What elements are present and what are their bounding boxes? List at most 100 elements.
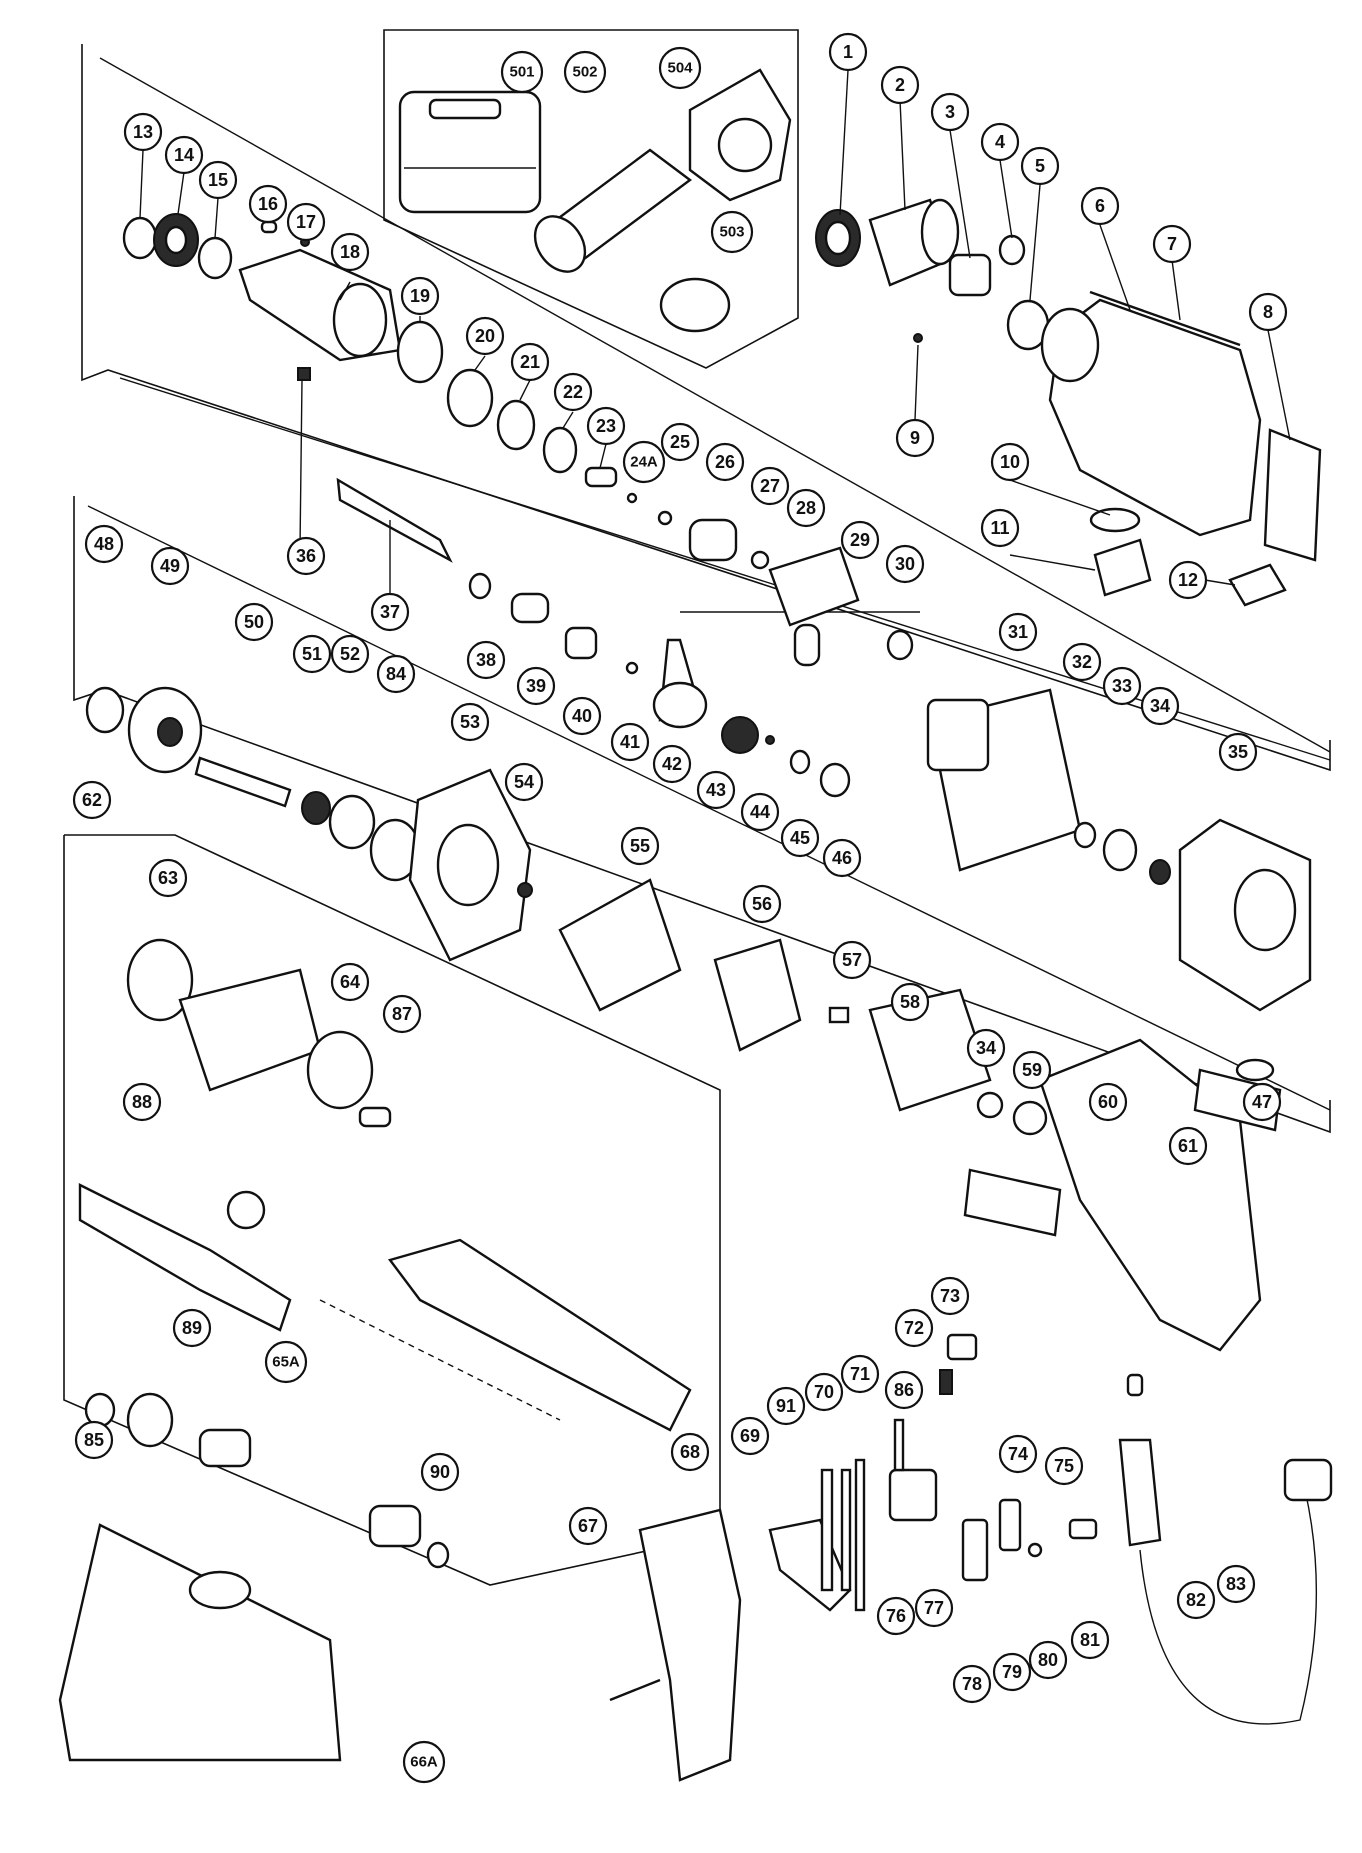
part-41-ring — [625, 661, 639, 675]
svg-text:34: 34 — [1150, 696, 1170, 716]
svg-text:86: 86 — [894, 1380, 914, 1400]
part-56-fan-guide — [713, 938, 802, 1052]
svg-text:2: 2 — [895, 75, 905, 95]
svg-text:30: 30 — [895, 554, 915, 574]
balloon-90: 90 — [420, 1452, 460, 1492]
balloon-20: 20 — [465, 316, 505, 356]
balloon-7: 7 — [1152, 224, 1192, 264]
part-24a-o-ring — [626, 492, 638, 504]
balloon-10: 10 — [990, 442, 1030, 482]
part-39-spring — [510, 592, 550, 624]
balloon-43: 43 — [696, 770, 736, 810]
part-33-bearing — [1102, 828, 1138, 872]
part-29-pin — [793, 623, 821, 667]
balloon-22: 22 — [553, 372, 593, 412]
svg-text:22: 22 — [563, 382, 583, 402]
svg-text:91: 91 — [776, 1396, 796, 1416]
svg-text:502: 502 — [572, 64, 597, 81]
balloon-16: 16 — [248, 184, 288, 224]
part-30-washers — [886, 629, 914, 661]
svg-text:82: 82 — [1186, 1590, 1206, 1610]
part-87-wing-bolt — [358, 1106, 392, 1128]
balloon-27: 27 — [750, 466, 790, 506]
part-71-wire — [854, 1458, 866, 1612]
part-16-pin — [260, 220, 278, 234]
balloon-34b: 34 — [966, 1028, 1006, 1068]
balloon-38: 38 — [466, 640, 506, 680]
part-88-knob — [226, 1190, 266, 1230]
svg-text:84: 84 — [386, 664, 406, 684]
balloon-57: 57 — [832, 940, 872, 980]
svg-text:76: 76 — [886, 1606, 906, 1626]
balloon-82: 82 — [1176, 1580, 1216, 1620]
balloon-8: 8 — [1248, 292, 1288, 332]
svg-text:50: 50 — [244, 612, 264, 632]
front-housing-parts — [815, 198, 1322, 607]
balloon-37: 37 — [370, 592, 410, 632]
svg-text:68: 68 — [680, 1442, 700, 1462]
svg-text:73: 73 — [940, 1286, 960, 1306]
part-54-washer — [517, 882, 533, 898]
balloon-91: 91 — [766, 1386, 806, 1426]
part-48-ring — [85, 686, 125, 734]
balloon-80: 80 — [1028, 1640, 1068, 1680]
balloon-81: 81 — [1070, 1620, 1110, 1660]
part-83-cord — [1139, 1489, 1318, 1725]
part-78-brush — [961, 1518, 989, 1582]
balloon-56: 56 — [742, 884, 782, 924]
balloon-76: 76 — [876, 1596, 916, 1636]
part-67-screw — [609, 1678, 661, 1702]
part-60-handle-housing — [1038, 1038, 1262, 1352]
svg-text:56: 56 — [752, 894, 772, 914]
svg-text:90: 90 — [430, 1462, 450, 1482]
svg-text:6: 6 — [1095, 196, 1105, 216]
balloon-79: 79 — [992, 1652, 1032, 1692]
part-91-wire — [820, 1468, 834, 1592]
balloon-77: 77 — [914, 1588, 954, 1628]
balloon-501: 501 — [500, 50, 544, 94]
leader-lines — [139, 69, 1291, 595]
balloon-55: 55 — [620, 826, 660, 866]
balloon-502: 502 — [563, 50, 607, 94]
bottom-row-parts — [609, 1333, 1333, 1782]
balloon-65a: 65A — [264, 1340, 308, 1384]
balloon-49: 49 — [150, 546, 190, 586]
balloon-69: 69 — [730, 1416, 770, 1456]
guide-line-low — [87, 505, 1331, 1111]
part-89-o-ring — [84, 1392, 116, 1428]
part-69-switch — [768, 1518, 852, 1612]
balloon-39: 39 — [516, 666, 556, 706]
svg-text:49: 49 — [160, 556, 180, 576]
svg-text:13: 13 — [133, 122, 153, 142]
part-63-seal — [126, 938, 194, 1022]
part-79-brush — [998, 1498, 1022, 1552]
balloon-88: 88 — [122, 1082, 162, 1122]
part-37-shaft — [336, 477, 453, 563]
svg-text:41: 41 — [620, 732, 640, 752]
svg-text:72: 72 — [904, 1318, 924, 1338]
part-73-cap — [946, 1333, 978, 1361]
balloon-48: 48 — [84, 524, 124, 564]
part-43-gear — [721, 716, 759, 754]
balloon-54: 54 — [504, 762, 544, 802]
part-70-wire — [840, 1468, 852, 1592]
part-57-brush-holder — [828, 1006, 850, 1024]
part-19-spring-washer — [396, 320, 444, 384]
part-3-sleeve — [948, 253, 992, 297]
balloon-59: 59 — [1012, 1050, 1052, 1090]
svg-text:10: 10 — [1000, 452, 1020, 472]
svg-text:11: 11 — [990, 518, 1009, 538]
balloon-12: 12 — [1168, 560, 1208, 600]
svg-text:33: 33 — [1112, 676, 1132, 696]
svg-text:31: 31 — [1008, 622, 1028, 642]
svg-text:1: 1 — [843, 42, 853, 62]
balloon-72: 72 — [894, 1308, 934, 1348]
balloon-9: 9 — [895, 418, 935, 458]
balloon-17: 17 — [286, 202, 326, 242]
svg-text:23: 23 — [596, 416, 616, 436]
part-77-terminal-block — [888, 1468, 938, 1522]
svg-text:42: 42 — [662, 754, 682, 774]
balloon-6: 6 — [1080, 186, 1120, 226]
svg-text:44: 44 — [750, 802, 770, 822]
